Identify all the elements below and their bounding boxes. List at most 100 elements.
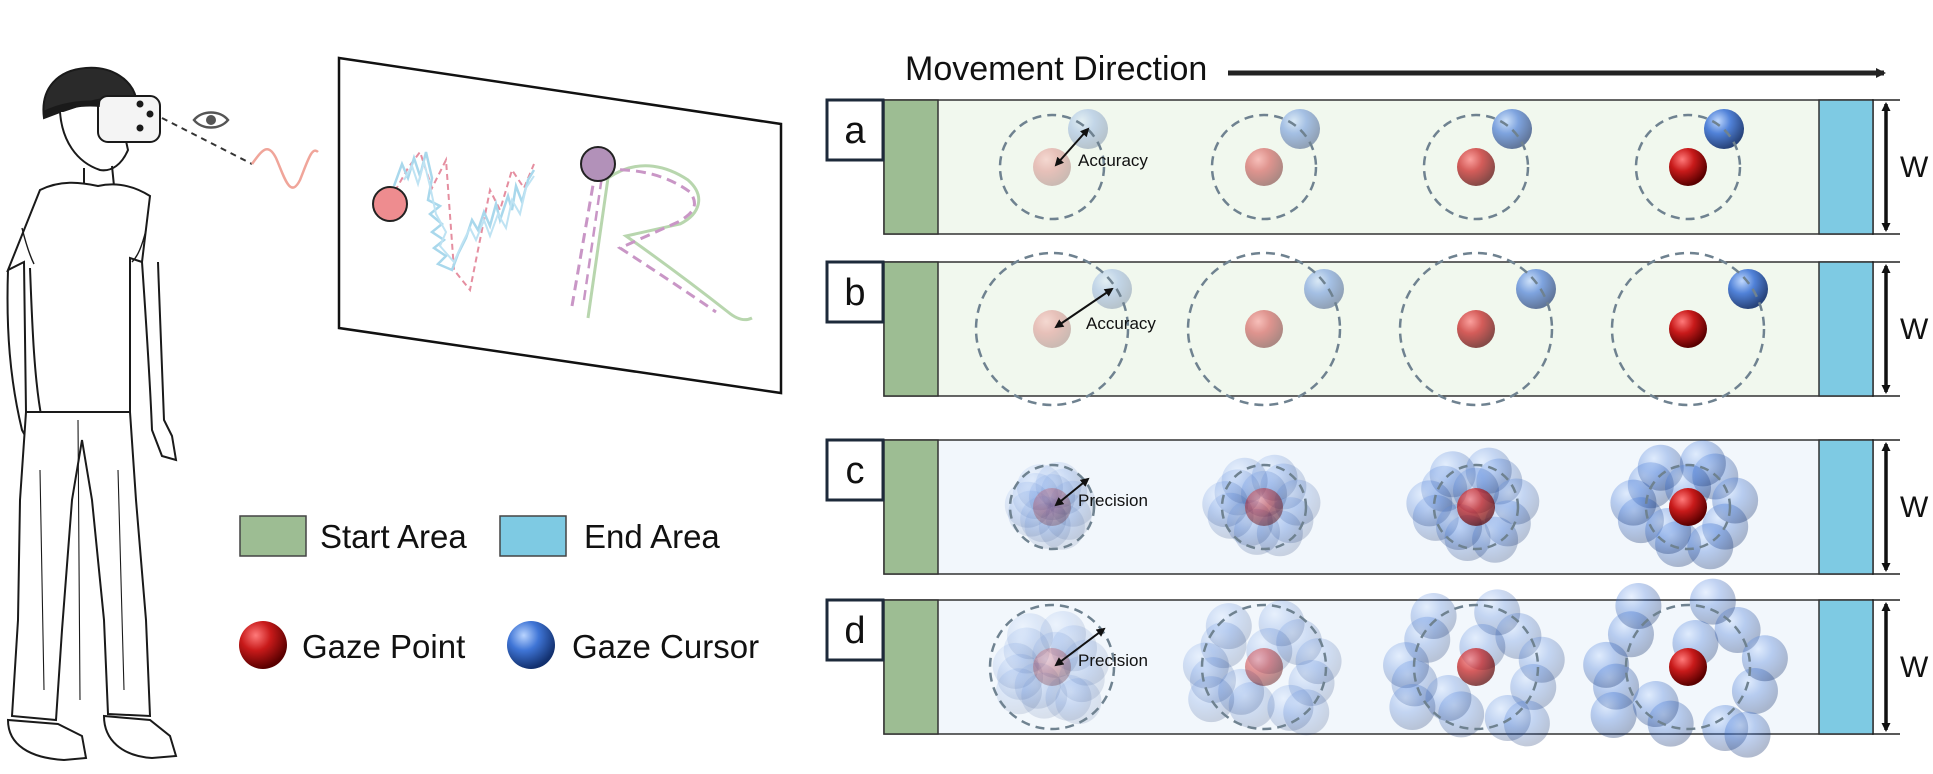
- panel-letter-box: [825, 438, 885, 502]
- legend-gaze-point-label: Gaze Point: [302, 628, 465, 665]
- gaze-signal-wave: [250, 147, 319, 189]
- gaze-cursor-sample: [1687, 523, 1734, 570]
- gaze-point: [1033, 310, 1071, 348]
- start-area: [883, 99, 939, 235]
- legend-start-area-swatch: [239, 515, 307, 557]
- panel-b: bW Accuracy: [825, 251, 1929, 407]
- gaze-cursor-sample: [996, 668, 1042, 715]
- gaze-point: [1033, 488, 1071, 526]
- gaze-cursor-sample: [1689, 578, 1736, 625]
- movement-direction-label: Movement Direction: [905, 50, 1207, 88]
- legend-end-area-swatch: [499, 515, 567, 557]
- start-area: [883, 261, 939, 397]
- gaze-cursor-sample: [1615, 582, 1662, 629]
- vr-headset-user-icon: [6, 66, 178, 762]
- gaze-cursor-sample: [1503, 700, 1550, 747]
- gaze-cursor: [1516, 269, 1556, 309]
- gaze-cursor-sample: [1055, 678, 1102, 725]
- panel-letter: b: [844, 272, 865, 314]
- gaze-cursor-sample: [1741, 635, 1788, 682]
- legend-start-area-label: Start Area: [320, 518, 467, 555]
- panel-c: cW Precision: [825, 438, 1929, 575]
- gaze-cursor-sample: [1425, 674, 1472, 721]
- legend: Start Area End Area Gaze Point Gaze Curs…: [239, 515, 759, 669]
- legend-gaze-cursor-marker: [507, 621, 555, 669]
- width-label: W: [1900, 491, 1929, 524]
- gaze-point: [1457, 488, 1495, 526]
- annotation-label: Accuracy: [1078, 151, 1148, 170]
- target-ring: [1432, 463, 1520, 551]
- gaze-cursor-sample: [1632, 681, 1679, 728]
- gaze-cursor: [1304, 269, 1344, 309]
- target-ring: [974, 251, 1130, 407]
- annotation-label: Precision: [1078, 651, 1148, 670]
- start-area: [883, 599, 939, 735]
- gaze-point: [1245, 310, 1283, 348]
- end-area: [1818, 261, 1874, 397]
- annotation-arrow: [1054, 287, 1114, 329]
- annotation-label: Precision: [1078, 491, 1148, 510]
- target-ring: [1008, 463, 1096, 551]
- target-ring: [998, 113, 1106, 221]
- panel-a: aW Accuracy: [825, 98, 1929, 235]
- target-ring: [1634, 113, 1742, 221]
- target-ring: [1200, 603, 1328, 731]
- gaze-cursor-sample: [1590, 691, 1637, 738]
- gaze-point: [1669, 648, 1707, 686]
- end-area: [1818, 439, 1874, 575]
- gaze-cursor-sample: [1583, 641, 1630, 688]
- panel-track: [883, 261, 1874, 397]
- gaze-cursor-sample: [1610, 479, 1657, 526]
- gaze-point: [1669, 488, 1707, 526]
- gaze-cursor: [1492, 109, 1532, 149]
- target-ring: [1220, 463, 1308, 551]
- gaze-cursor-sample: [1389, 684, 1436, 731]
- gaze-cursor-sample: [1472, 516, 1519, 563]
- gaze-point: [1457, 648, 1495, 686]
- target-ring: [1644, 463, 1732, 551]
- annotation-arrow: [1054, 627, 1106, 667]
- gaze-cursor-sample: [1474, 589, 1521, 636]
- annotation-arrow: [1054, 127, 1090, 167]
- panel-letter: c: [846, 450, 865, 492]
- panel-letter-box: [825, 598, 885, 662]
- target-ring: [1210, 113, 1318, 221]
- gaze-cursor: [1280, 109, 1320, 149]
- gaze-point: [1245, 488, 1283, 526]
- width-label: W: [1900, 151, 1929, 184]
- legend-gaze-point-marker: [239, 621, 287, 669]
- gaze-cursor-sample: [1493, 478, 1540, 525]
- eye-icon: [192, 111, 230, 129]
- target-ring: [1412, 603, 1540, 731]
- panel-letter-box: [825, 98, 885, 162]
- annotation-label: Accuracy: [1086, 314, 1156, 333]
- gaze-cursor-sample: [1295, 638, 1342, 685]
- panel-letter: a: [844, 110, 866, 152]
- gaze-point: [1033, 648, 1071, 686]
- gaze-point: [1457, 148, 1495, 186]
- gaze-cursor-sample: [1188, 676, 1235, 723]
- gaze-point: [1669, 148, 1707, 186]
- legend-gaze-cursor-label: Gaze Cursor: [572, 628, 759, 665]
- gaze-point: [1245, 648, 1283, 686]
- gaze-cursor-sample: [1410, 593, 1457, 640]
- end-area: [1818, 599, 1874, 735]
- width-label: W: [1900, 651, 1929, 684]
- gaze-cursor: [1704, 109, 1744, 149]
- annotation-arrow: [1054, 477, 1090, 507]
- target-ring: [1624, 603, 1752, 731]
- target-ring: [988, 603, 1116, 731]
- drawing-screen-icon: [337, 56, 783, 395]
- gaze-point: [1245, 148, 1283, 186]
- gaze-cursor-sample: [1383, 642, 1430, 689]
- gaze-cursor-sample: [1205, 603, 1252, 650]
- gaze-cursor-sample: [1712, 477, 1759, 524]
- width-label: W: [1900, 313, 1929, 346]
- gaze-point: [1669, 310, 1707, 348]
- gaze-cursor: [1728, 269, 1768, 309]
- target-ring: [1186, 251, 1342, 407]
- gaze-cursor-sample: [1518, 636, 1565, 683]
- gaze-cursor-sample: [1724, 711, 1771, 758]
